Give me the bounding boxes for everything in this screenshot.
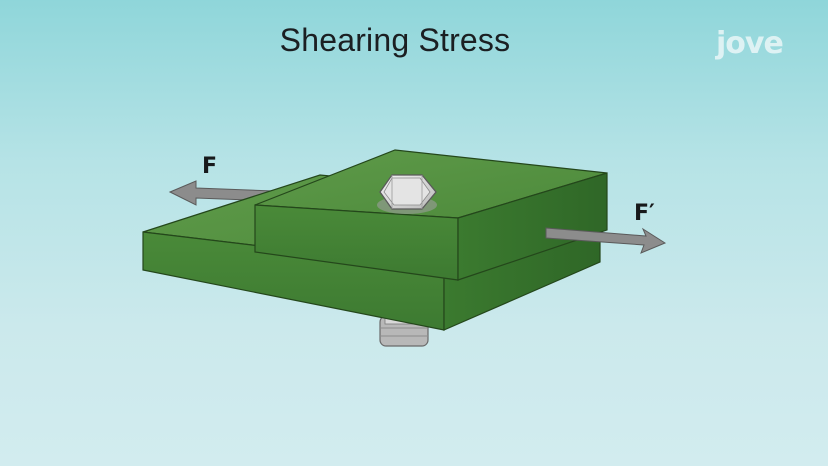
force-label-f: F [202,154,218,179]
arrow-right-icon [545,227,667,254]
top-plate [254,149,608,281]
jove-logo: jove [716,26,784,61]
force-label-f-prime: F′ [634,201,655,226]
bolt-head-icon [377,174,437,214]
slide-title: Shearing Stress [279,22,511,58]
